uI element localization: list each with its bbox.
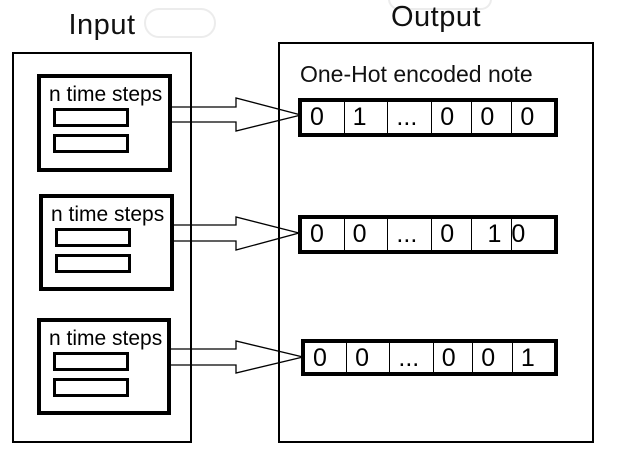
cell-value: 1	[487, 220, 502, 248]
cell-value: 0	[352, 220, 367, 248]
cell-value: 0	[481, 344, 496, 372]
onehot-subtitle: One-Hot encoded note	[300, 61, 533, 87]
onehot-cell: 0	[347, 343, 391, 372]
onehot-cell: 0	[302, 219, 345, 250]
sequence-bar	[53, 108, 129, 127]
onehot-cell: ...	[390, 343, 434, 372]
onehot-cell: 0	[434, 343, 474, 372]
cell-value: ...	[398, 344, 420, 372]
time-steps-label: n time steps	[49, 83, 163, 106]
onehot-cell: 0	[432, 102, 473, 133]
cell-value: 0	[310, 103, 324, 131]
onehot-cell: 0	[512, 102, 554, 133]
cell-value: 0	[440, 103, 455, 131]
onehot-cell: 0	[473, 343, 513, 372]
sequence-bar	[53, 352, 129, 371]
onehot-row-3: 0 0 ... 0 0 1	[301, 339, 558, 376]
input-title: Input	[68, 9, 136, 41]
cell-value: 1	[352, 103, 367, 131]
cell-value: 0	[355, 344, 369, 372]
time-steps-box-2: n time steps	[39, 194, 174, 291]
time-steps-box-3: n time steps	[37, 318, 171, 415]
time-steps-label: n time steps	[51, 203, 165, 226]
onehot-cell: 0	[302, 102, 345, 133]
onehot-cell: 0	[432, 219, 473, 250]
onehot-row-2: 0 0 ... 0 1 0	[298, 215, 558, 254]
onehot-cell: 0	[511, 219, 554, 250]
sequence-bar	[53, 134, 129, 153]
cell-value: 1	[520, 344, 535, 372]
cell-value: 0	[520, 103, 535, 131]
cell-value: 0	[440, 220, 455, 248]
cell-value: ...	[396, 220, 418, 248]
onehot-cell: 1	[345, 102, 389, 133]
onehot-cell: 1	[513, 343, 554, 372]
cell-value: 0	[313, 344, 327, 372]
time-steps-label: n time steps	[49, 327, 163, 350]
onehot-row-1: 0 1 ... 0 0 0	[298, 98, 558, 137]
cell-value: 0	[480, 103, 495, 131]
time-steps-box-1: n time steps	[37, 74, 172, 172]
onehot-cell: 0	[305, 343, 348, 372]
cell-value: 0	[310, 220, 324, 248]
cell-value: 0	[441, 344, 456, 372]
sequence-bar	[55, 228, 131, 247]
cell-value: 0	[511, 220, 526, 248]
sequence-bar	[53, 378, 129, 397]
onehot-cell: 0	[472, 102, 513, 133]
output-title: Output	[390, 1, 482, 33]
onehot-cell: 0	[345, 219, 389, 250]
sequence-bar	[55, 254, 131, 273]
onehot-cell: ...	[388, 219, 433, 250]
onehot-cell: 1	[472, 219, 513, 250]
cell-value: ...	[396, 103, 418, 131]
smudge-artifact	[144, 8, 216, 38]
onehot-cell: ...	[388, 102, 433, 133]
